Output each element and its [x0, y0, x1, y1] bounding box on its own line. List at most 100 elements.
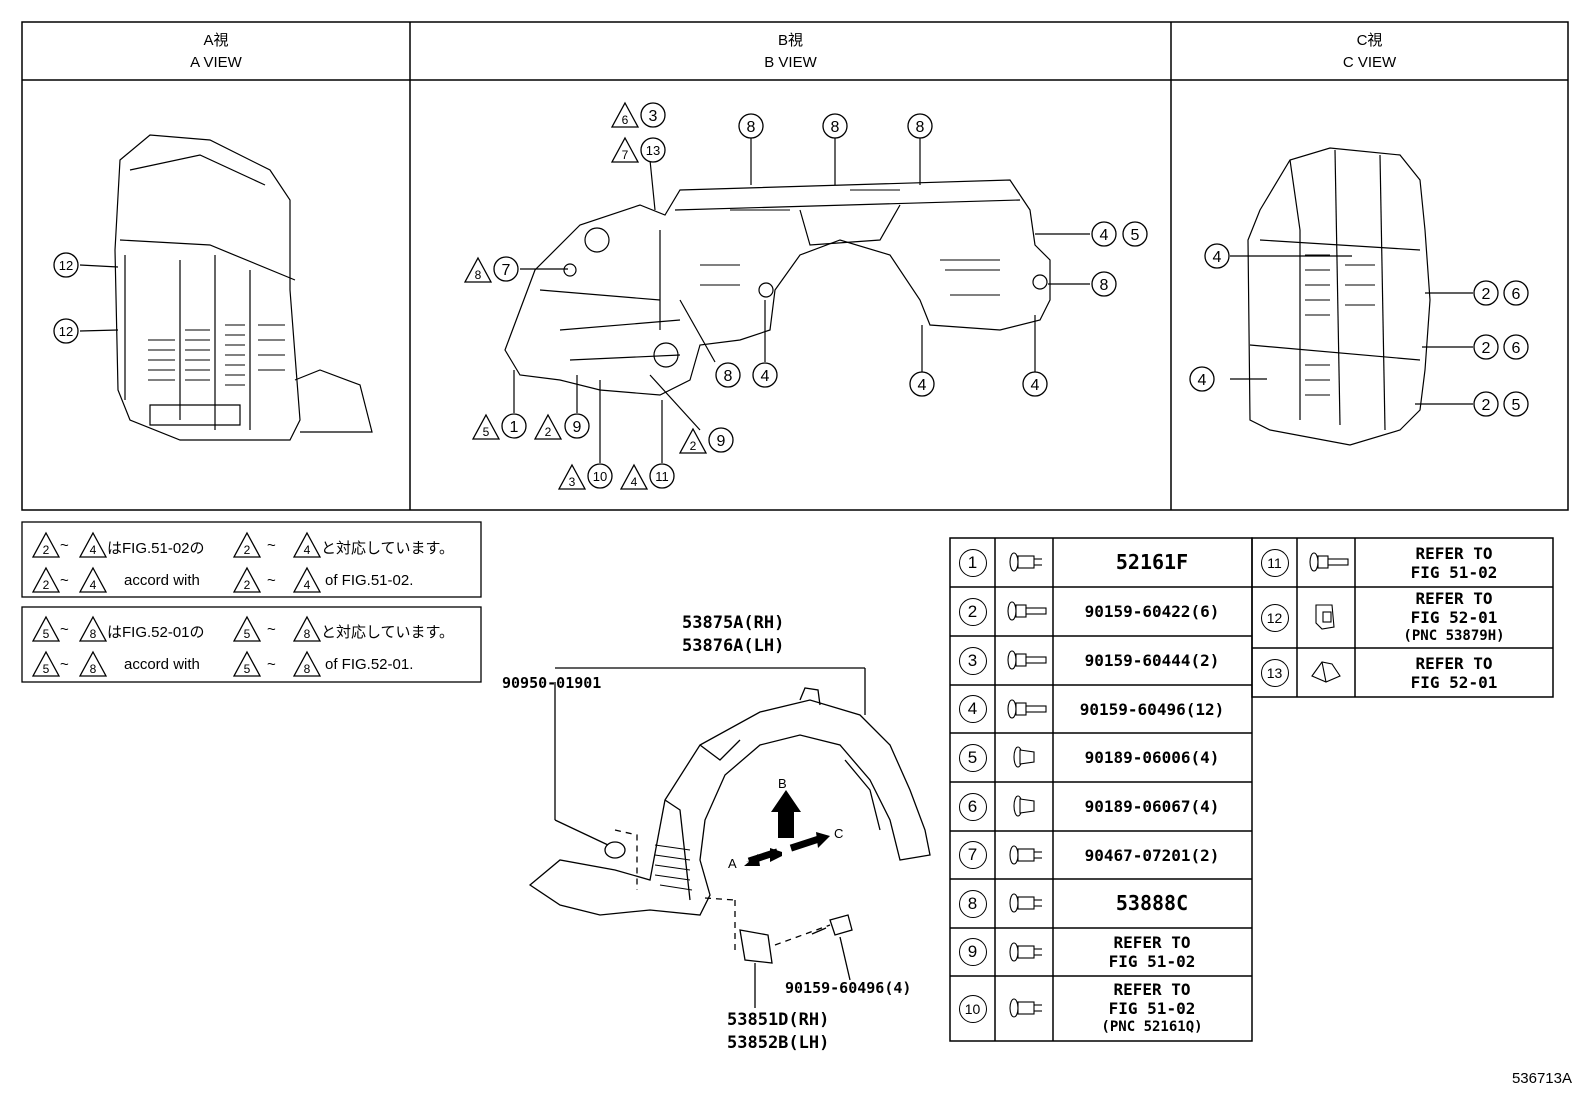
part-number-circle: 12	[1252, 587, 1297, 648]
svg-text:4: 4	[1198, 372, 1207, 389]
svg-text:4: 4	[761, 368, 770, 385]
part-ref-line2: FIG 51-02	[1410, 562, 1498, 582]
part-ref-line2: FIG 52-01	[1410, 608, 1498, 627]
callout-8-mid: 8	[715, 362, 741, 388]
svg-text:12: 12	[59, 258, 73, 273]
part-number: 10	[958, 994, 987, 1023]
part-ref-line1: REFER TO	[1415, 589, 1493, 608]
nut-icon-13	[1311, 661, 1341, 683]
svg-text:6: 6	[1512, 340, 1521, 357]
part-number: 12	[1260, 603, 1289, 632]
part-description: 90159-60496(12)	[1053, 685, 1251, 733]
part-number-circle: 1	[950, 538, 995, 587]
clip-icon-7	[1009, 845, 1042, 865]
part-description: 90159-60444(2)	[1053, 636, 1251, 685]
part-description: 53888C	[1053, 879, 1251, 928]
note-1-jp-end: と対応しています。	[321, 540, 455, 557]
grommet-icon-6	[1013, 795, 1035, 817]
c-view-header: C視 C VIEW	[1171, 30, 1568, 74]
part-code: 90189-06006(4)	[1084, 748, 1220, 767]
part-number: 13	[1260, 658, 1289, 687]
b-view-drawing	[504, 138, 1090, 463]
svg-text:7: 7	[622, 148, 629, 162]
svg-text:5: 5	[43, 627, 50, 641]
callout-t4-11: 4 11	[620, 463, 675, 490]
part-ref-line2: FIG 51-02	[1108, 952, 1196, 971]
arrow-b-label: B	[778, 776, 787, 791]
part-code: 53888C	[1115, 891, 1189, 915]
arrow-c-label: C	[834, 826, 844, 841]
callout-4-5: 4 5	[1091, 221, 1148, 247]
callout-2-6b: 2 6	[1473, 334, 1529, 360]
note-2-triangles: 5 8 5 8 5 8 5 8	[32, 616, 321, 677]
callout-4-c1: 4	[1204, 243, 1230, 269]
note-1-en-mid: accord with	[124, 572, 200, 589]
a-view-title-en: A VIEW	[190, 54, 242, 71]
part-ref-line2: FIG 51-02	[1108, 999, 1196, 1018]
svg-text:2: 2	[1482, 340, 1491, 357]
arrow-a-label: A	[728, 856, 737, 871]
part-ref-line3: (PNC 52161Q)	[1101, 1019, 1203, 1035]
part-ref-line1: REFER TO	[1113, 933, 1191, 952]
callout-4-b3: 4	[1022, 371, 1048, 397]
part-number: 4	[958, 695, 987, 723]
part-number-circle: 2	[950, 587, 995, 636]
bolt-icon-4	[1007, 699, 1047, 719]
svg-text:8: 8	[304, 662, 311, 676]
note-box-1	[21, 521, 482, 598]
svg-text:4: 4	[304, 543, 311, 557]
callout-t3-10: 3 10	[558, 463, 613, 490]
note-box-2	[21, 606, 482, 683]
callout-t2-9a: 2 9	[534, 413, 590, 440]
svg-text:2: 2	[244, 543, 251, 557]
part-number: 5	[958, 743, 987, 772]
svg-text:4: 4	[1100, 227, 1109, 244]
svg-text:4: 4	[304, 578, 311, 592]
bolt-label: 90159-60496(4)	[785, 979, 912, 997]
a-view-drawing	[79, 134, 373, 441]
svg-text:8: 8	[724, 368, 733, 385]
part-number-circle: 6	[950, 782, 995, 831]
part-description: 90189-06006(4)	[1053, 733, 1251, 782]
svg-text:5: 5	[483, 425, 490, 439]
clip-icon-9	[1009, 942, 1042, 962]
a-view-header: A視 A VIEW	[22, 30, 410, 74]
callout-12-a2: 12	[53, 318, 79, 344]
svg-text:4: 4	[90, 543, 97, 557]
callout-8-top2: 8	[822, 113, 848, 139]
callout-2-5: 2 5	[1473, 391, 1529, 417]
part-number-circle: 9	[950, 928, 995, 976]
svg-text:2: 2	[1482, 286, 1491, 303]
part-code: 90467-07201(2)	[1084, 845, 1220, 865]
views-frame	[21, 21, 1569, 511]
b-view-title-en: B VIEW	[764, 54, 817, 71]
bolt-icon-2	[1007, 601, 1047, 621]
svg-text:4: 4	[90, 578, 97, 592]
svg-text:8: 8	[1100, 277, 1109, 294]
note-1-triangles: 2 4 2 4 2 4 2 4	[32, 532, 321, 593]
svg-text:11: 11	[655, 469, 669, 484]
note-2-en-end: of FIG.52-01.	[325, 656, 414, 673]
note-2-tilde-b: ~	[267, 621, 276, 638]
part-code: 90159-60496(12)	[1079, 699, 1225, 719]
part-number-circle: 10	[950, 976, 995, 1041]
c-view-title-en: C VIEW	[1342, 54, 1397, 71]
part-ref-line1: REFER TO	[1113, 980, 1191, 999]
note-2-tilde-d: ~	[267, 656, 276, 673]
callout-t7-13: 7 13	[611, 137, 666, 163]
callout-4-mid: 4	[752, 362, 778, 388]
callout-12-a1: 12	[53, 252, 79, 278]
part-ref-line3: (PNC 53879H)	[1403, 628, 1505, 644]
svg-text:1: 1	[510, 419, 519, 436]
note-1-tilde-b: ~	[267, 537, 276, 554]
part-number-circle: 13	[1252, 648, 1297, 697]
svg-text:5: 5	[244, 662, 251, 676]
svg-text:8: 8	[831, 119, 840, 136]
svg-text:7: 7	[502, 262, 511, 279]
note-1-tilde-d: ~	[267, 572, 276, 589]
svg-text:4: 4	[631, 475, 638, 489]
svg-text:8: 8	[747, 119, 756, 136]
part-description: 90159-60422(6)	[1053, 587, 1251, 636]
callout-4-c2: 4	[1189, 366, 1215, 392]
a-view-title-jp: A視	[203, 32, 229, 49]
